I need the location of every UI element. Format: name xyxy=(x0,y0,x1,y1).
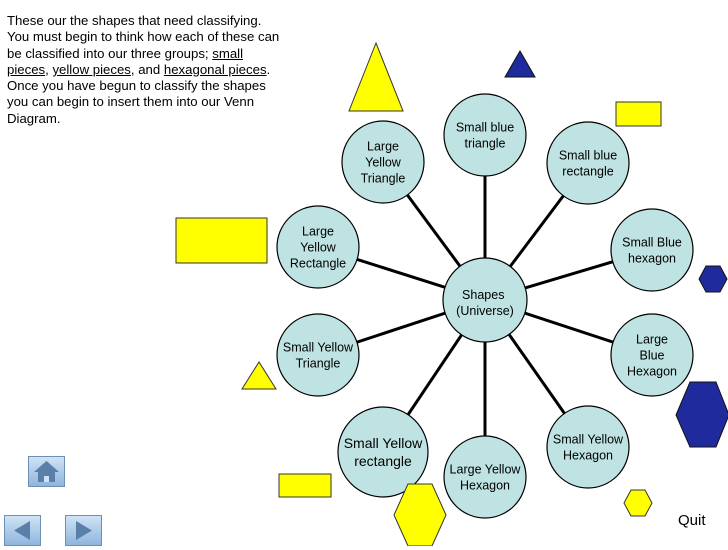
node-label-2: Small blue rectangle xyxy=(559,148,617,178)
quit-button[interactable]: Quit xyxy=(678,512,706,529)
center-circle xyxy=(442,257,528,343)
instructions-part1: These our the shapes that need classifyi… xyxy=(7,13,280,61)
small-yellow-rectangle-shape[interactable] xyxy=(278,473,332,498)
large-yellow-triangle-shape[interactable] xyxy=(348,41,404,112)
node-label-4-line-2: Blue xyxy=(639,348,664,362)
node-circle-small-blue-hexagon xyxy=(610,208,694,292)
node-circle-large-yellow-rectangle xyxy=(276,205,360,289)
link-small-pieces[interactable]: small pieces xyxy=(7,45,244,77)
back-arrow-icon xyxy=(14,521,30,540)
node-label-8-line-1: Small Yellow xyxy=(283,340,354,354)
node-label-4-line-3: Hexagon xyxy=(627,364,677,378)
large-yellow-hexagon-shape[interactable] xyxy=(393,483,447,546)
large-yellow-rectangle-shape[interactable] xyxy=(175,217,268,264)
small-blue-rectangle-shape[interactable] xyxy=(615,101,662,127)
link-hexagonal-pieces[interactable]: hexagonal pieces xyxy=(163,61,267,77)
node-label-8-line-2: Triangle xyxy=(296,356,341,370)
svg-text:Shapes (Universe): Shapes (Universe) xyxy=(456,288,514,318)
node-circle-small-blue-triangle xyxy=(443,93,527,177)
instructions-part2: . Once you have begun to classify the sh… xyxy=(7,61,271,126)
node-label-1: Small blue triangle xyxy=(456,120,514,150)
small-blue-hexagon-shape[interactable] xyxy=(698,265,728,293)
center-label-line2: (Universe) xyxy=(456,304,514,318)
node-circle-small-blue-rectangle xyxy=(546,121,630,205)
node-label-2-line-2: rectangle xyxy=(562,164,613,178)
forward-arrow-icon xyxy=(76,521,92,540)
node-label-2-line-1: Small blue xyxy=(559,148,617,162)
node-circle-large-blue-hexagon xyxy=(610,313,694,397)
back-button[interactable] xyxy=(4,515,41,546)
node-label-3-line-1: Small Blue xyxy=(622,235,682,249)
node-label-7-line-2: rectangle xyxy=(354,453,412,469)
small-yellow-triangle-shape[interactable] xyxy=(241,361,277,390)
node-label-1-line-2: triangle xyxy=(465,136,506,150)
node-label-5-line-1: Small Yellow xyxy=(553,432,624,446)
node-label-10-line-2: Yellow xyxy=(365,155,402,169)
node-label-4-line-1: Large xyxy=(636,332,668,346)
forward-button[interactable] xyxy=(65,515,102,546)
large-blue-hexagon-shape[interactable] xyxy=(675,381,728,448)
home-icon xyxy=(34,461,59,482)
node-circle-small-yellow-triangle xyxy=(276,313,360,397)
node-label-3-line-2: hexagon xyxy=(628,251,676,265)
node-label-6-line-1: Large Yellow xyxy=(450,462,522,476)
node-label-6-line-2: Hexagon xyxy=(460,478,510,492)
home-button[interactable] xyxy=(28,456,65,487)
small-blue-triangle-shape[interactable] xyxy=(504,49,536,78)
instructions-text: These our the shapes that need classifyi… xyxy=(7,13,282,127)
category-circles xyxy=(276,93,694,519)
instructions-sep1: , xyxy=(45,61,53,77)
node-label-7-line-1: Small Yellow xyxy=(344,435,423,451)
node-circle-small-yellow-hexagon xyxy=(546,405,630,489)
node-label-10-line-1: Large xyxy=(367,139,399,153)
shape-pieces xyxy=(175,41,728,546)
link-yellow-pieces[interactable]: yellow pieces xyxy=(52,61,131,77)
node-label-5-line-2: Hexagon xyxy=(563,448,613,462)
node-label-7: Small Yellow rectangle xyxy=(344,435,423,469)
node-circle-large-yellow-triangle xyxy=(341,120,425,204)
node-circle-small-yellow-rectangle xyxy=(337,406,429,498)
node-label-9-line-3: Rectangle xyxy=(290,256,346,270)
node-label-10-line-3: Triangle xyxy=(361,171,406,185)
small-yellow-hexagon-shape[interactable] xyxy=(623,489,653,517)
node-label-3: Small Blue hexagon xyxy=(622,235,682,265)
node-label-9-line-1: Large xyxy=(302,224,334,238)
node-label-1-line-1: Small blue xyxy=(456,120,514,134)
instructions-sep2: , and xyxy=(130,61,164,77)
node-label-9-line-2: Yellow xyxy=(300,240,337,254)
node-circle-large-yellow-hexagon xyxy=(443,435,527,519)
center-label-line1: Shapes xyxy=(462,288,504,302)
